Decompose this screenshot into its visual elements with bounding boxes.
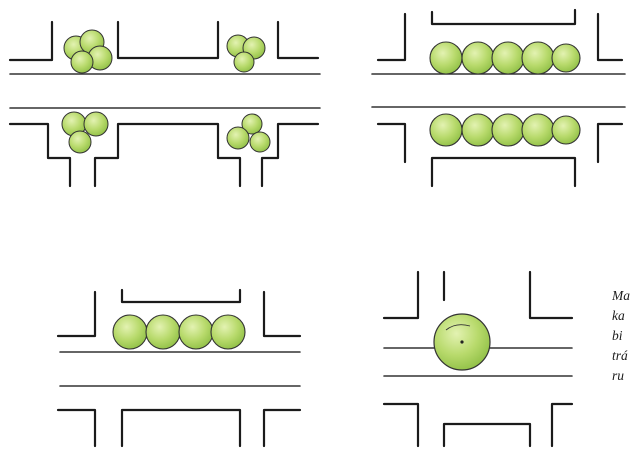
tree-row-top bbox=[430, 42, 580, 74]
tree-cluster-top-left bbox=[64, 30, 112, 73]
tree-row-single bbox=[113, 315, 245, 349]
caption-line: Ma bbox=[612, 286, 633, 306]
tree-single bbox=[434, 314, 490, 370]
caption-line: bi bbox=[612, 326, 633, 346]
tree-cluster-bottom-right bbox=[227, 114, 270, 152]
tree-cluster-bottom-left bbox=[62, 112, 108, 153]
caption-line: trá bbox=[612, 346, 633, 366]
panel-single-tree bbox=[384, 272, 572, 446]
panel-single-row bbox=[58, 290, 300, 446]
caption-line: ka bbox=[612, 306, 633, 326]
tree-row-bottom bbox=[430, 114, 580, 146]
panel-corner-clusters bbox=[10, 22, 320, 186]
caption-text: Ma ka bi trá ru bbox=[612, 286, 633, 386]
tree-cluster-top-right bbox=[227, 35, 265, 72]
panel-double-row bbox=[372, 10, 625, 186]
caption-line: ru bbox=[612, 366, 633, 386]
